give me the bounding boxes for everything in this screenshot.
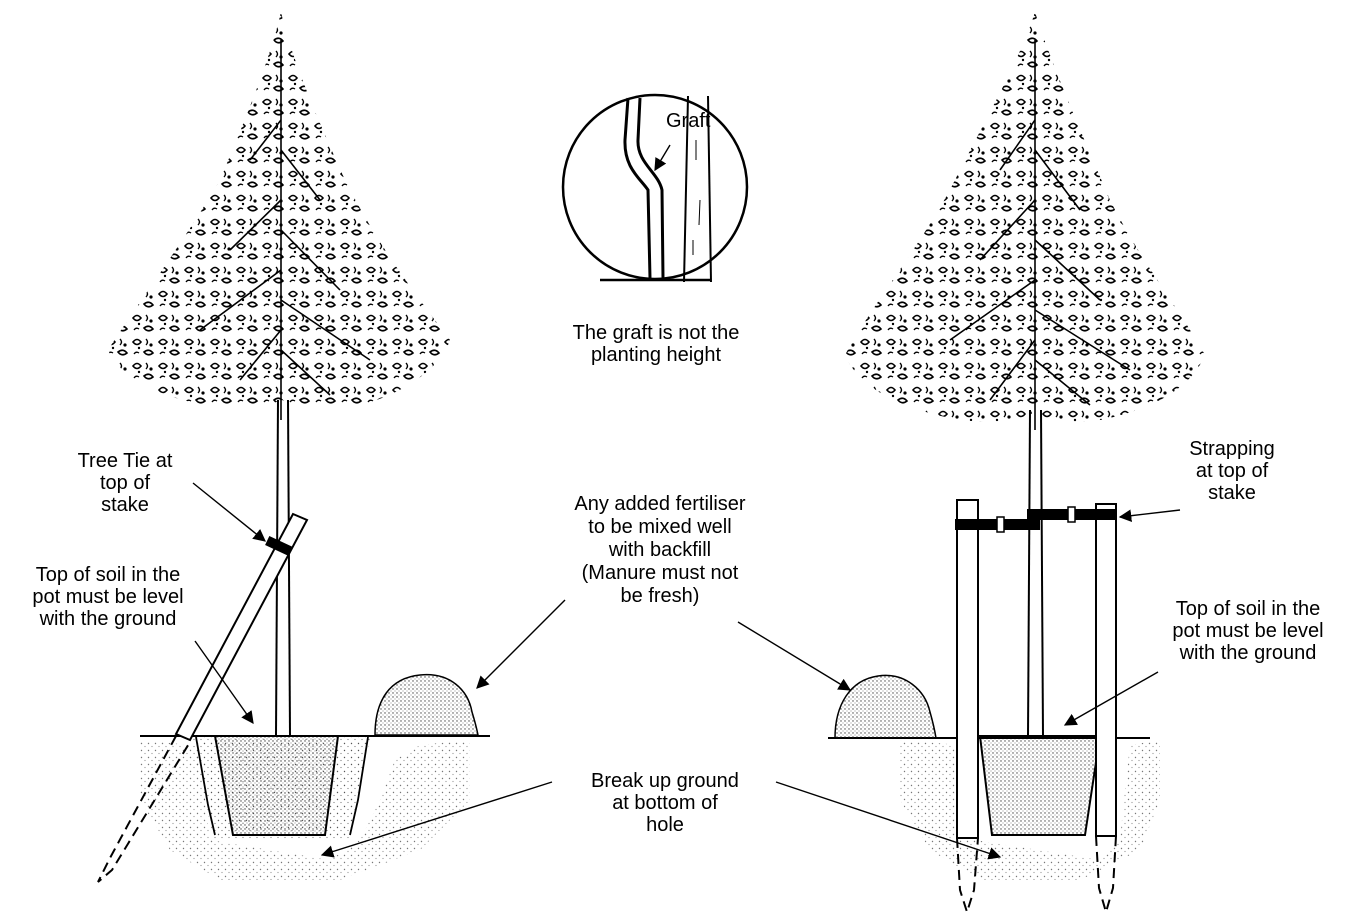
fertiliser-label: Any added fertiliser to be mixed well wi…	[555, 493, 765, 608]
right-tree-canopy	[845, 12, 1205, 422]
left-tree-canopy	[108, 12, 450, 408]
graft-inset	[563, 95, 747, 282]
tree-tie-label: Tree Tie at top of stake	[55, 450, 195, 516]
graft-label: Graft	[666, 110, 710, 132]
graft-note-label: The graft is not the planting height	[556, 322, 756, 366]
strapping-label: Strapping at top of stake	[1172, 438, 1292, 504]
soil-level-label-right: Top of soil in the pot must be level wit…	[1148, 598, 1348, 664]
left-backfill-mound	[375, 675, 478, 735]
soil-level-label-left: Top of soil in the pot must be level wit…	[8, 564, 208, 630]
break-ground-label: Break up ground at bottom of hole	[560, 770, 770, 836]
